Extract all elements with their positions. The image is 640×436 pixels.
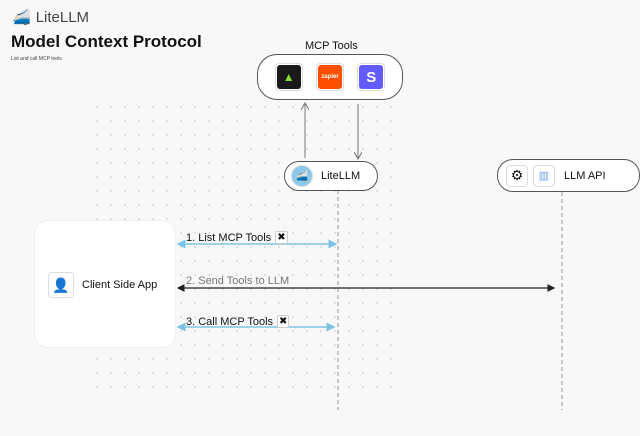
step-1-label: 1. List MCP Tools✖ [186,231,288,244]
tool-zapier[interactable]: zapier [315,63,344,91]
brand: 🚄 LiteLLM [12,8,90,27]
page-subtitle: List and call MCP tools [11,56,62,62]
client-side-app-node: 👤 Client Side App [48,272,157,298]
openai-logo-icon: ⚙ [506,164,528,187]
user-icon: 👤 [48,272,74,298]
tool-stripe[interactable]: S [357,63,386,91]
litellm-logo-icon: 🚄 [291,165,313,187]
stripe-logo-icon: S [359,65,384,89]
llama-logo-icon: ▥ [533,164,555,187]
litellm-logo-icon: 🚄 [12,9,31,26]
mcp-tools-group: ▲ zapier S [257,54,403,100]
tool-app-logo[interactable]: ▲ [274,63,303,91]
litellm-node: 🚄 LiteLLM [284,161,378,191]
tools-icon: ✖ [275,231,288,244]
llm-api-node: ⚙ ▥ LLM API [497,159,640,192]
step-3-label: 3. Call MCP Tools✖ [186,315,290,328]
mcp-tools-label: MCP Tools [305,40,358,52]
page-title: Model Context Protocol [11,32,202,51]
zapier-logo-icon: zapier [317,65,342,89]
triangle-logo-icon: ▲ [276,65,301,89]
tools-icon: ✖ [277,315,290,328]
step-2-label: 2. Send Tools to LLM [186,275,290,287]
